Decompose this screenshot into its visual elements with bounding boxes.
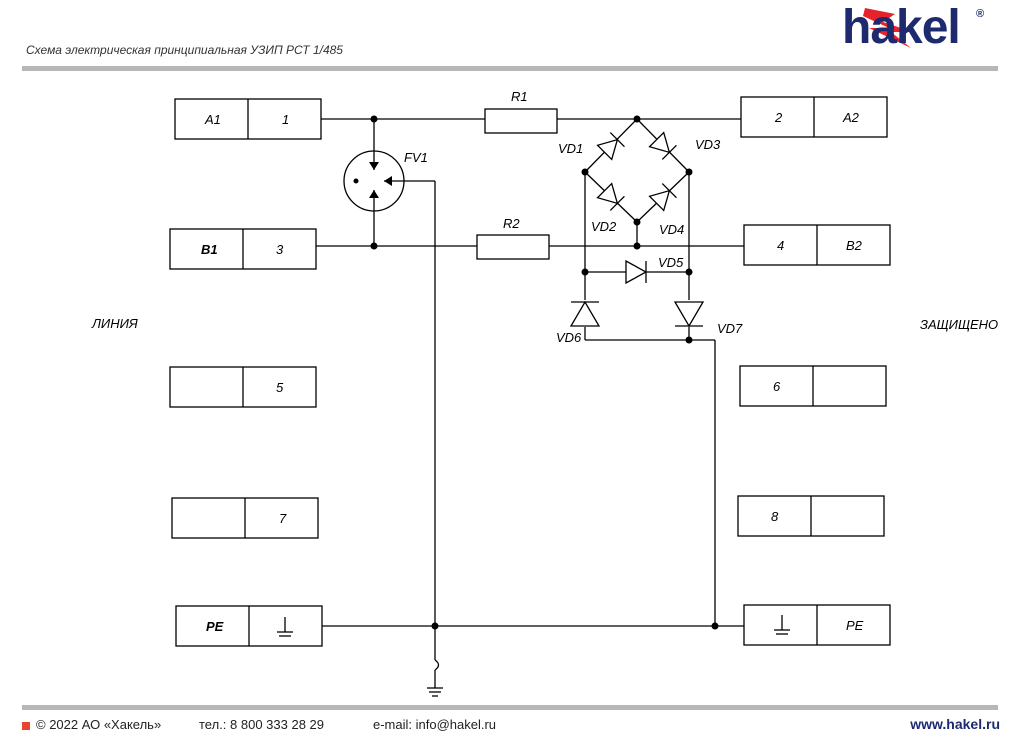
diode-vd6 bbox=[569, 300, 601, 327]
fv1-label: FV1 bbox=[404, 150, 428, 165]
vd4-label: VD4 bbox=[659, 222, 684, 237]
page-title: Схема электрическая принципиальная УЗИП … bbox=[26, 43, 343, 57]
resistor-r1 bbox=[484, 108, 558, 134]
hakel-bolt-icon bbox=[863, 8, 913, 48]
header-divider bbox=[22, 66, 998, 71]
diode-vd2 bbox=[596, 182, 625, 211]
vd1-label: VD1 bbox=[558, 141, 583, 156]
footer-phone: тел.: 8 800 333 28 29 bbox=[199, 717, 325, 732]
vd3-label: VD3 bbox=[695, 137, 721, 152]
diode-vd5 bbox=[625, 259, 648, 285]
terminal-8-number: 8 bbox=[771, 509, 779, 524]
terminal-b2-label: B2 bbox=[846, 238, 863, 253]
terminal-2-number: 2 bbox=[774, 110, 783, 125]
brand-registered-mark: ® bbox=[976, 8, 985, 20]
terminal-3-number: 3 bbox=[276, 242, 284, 257]
footer-bullet-icon bbox=[22, 722, 30, 730]
footer-email[interactable]: e-mail: info@hakel.ru bbox=[373, 717, 497, 732]
terminal-6-number: 6 bbox=[773, 379, 781, 394]
diode-vd3 bbox=[648, 131, 677, 160]
terminal-pe-left-label: PE bbox=[206, 619, 224, 634]
footer-copyright: © 2022 АО «Хакель» bbox=[36, 717, 162, 732]
r1-label: R1 bbox=[511, 89, 528, 104]
vd5-label: VD5 bbox=[658, 255, 684, 270]
terminal-b1-label: B1 bbox=[201, 242, 218, 257]
resistor-r2 bbox=[476, 234, 550, 260]
vd2-label: VD2 bbox=[591, 219, 617, 234]
diode-vd4 bbox=[648, 183, 677, 212]
brand-name: hakel bbox=[842, 1, 961, 54]
footer-divider bbox=[22, 705, 998, 710]
r2-label: R2 bbox=[503, 216, 520, 231]
terminal-5-number: 5 bbox=[276, 380, 284, 395]
vd7-label: VD7 bbox=[717, 321, 743, 336]
diode-vd1 bbox=[596, 132, 625, 161]
terminal-pe-right-label: PE bbox=[846, 618, 864, 633]
line-side-label: ЛИНИЯ bbox=[91, 316, 138, 331]
diode-vd7 bbox=[673, 301, 705, 328]
footer-website-link[interactable]: www.hakel.ru bbox=[910, 716, 1000, 732]
terminal-4-number: 4 bbox=[777, 238, 784, 253]
protected-side-label: ЗАЩИЩЕНО bbox=[920, 317, 998, 332]
terminal-1-number: 1 bbox=[282, 112, 289, 127]
terminal-7-number: 7 bbox=[279, 511, 287, 526]
terminal-a1-label: A1 bbox=[204, 112, 221, 127]
vd6-label: VD6 bbox=[556, 330, 582, 345]
terminal-a2-label: A2 bbox=[842, 110, 860, 125]
